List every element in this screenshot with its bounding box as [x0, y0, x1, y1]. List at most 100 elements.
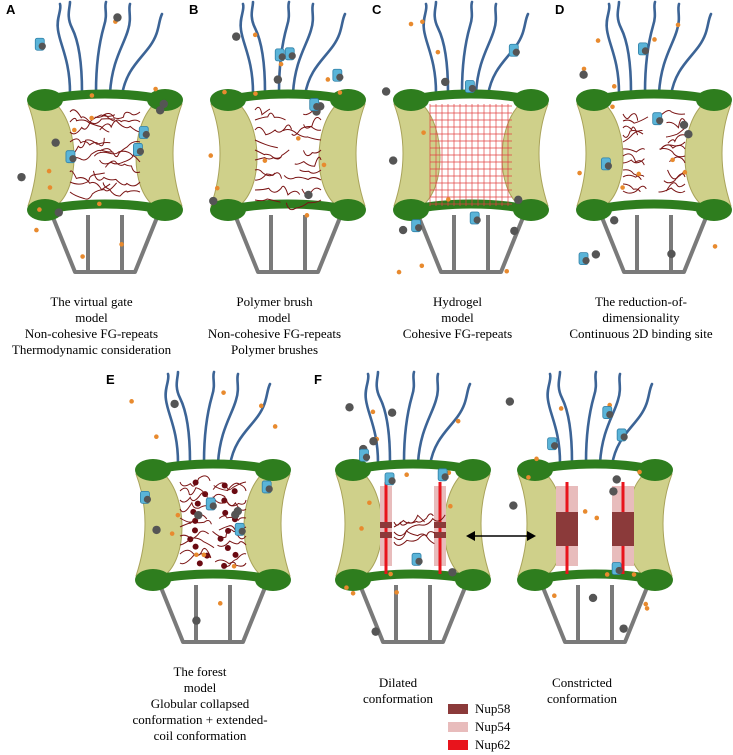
fg-repeat: [214, 559, 247, 567]
small-cargo: [582, 509, 588, 514]
ring-node: [135, 459, 171, 481]
fg-repeat: [179, 534, 215, 549]
nuclear-ring: [148, 459, 278, 475]
cytoplasmic-filament: [546, 372, 562, 465]
small-cargo: [367, 500, 372, 506]
nuclear-basket: [158, 584, 268, 644]
caption-line: Polymer brush: [236, 294, 313, 309]
caption-dilated: Dilated conformation: [348, 675, 448, 707]
small-cargo: [643, 601, 649, 607]
pore-diagram: [576, 0, 732, 274]
caption-line: model: [441, 310, 474, 325]
receptor-cargo: [238, 527, 246, 535]
cytoplasmic-filament: [428, 382, 472, 467]
small-cargo: [581, 66, 587, 72]
small-cargo: [344, 585, 349, 590]
large-cargo: [509, 501, 518, 510]
small-cargo: [534, 456, 539, 462]
nuclear-ring: [589, 199, 719, 215]
receptor-cargo: [468, 84, 476, 93]
cytoplasmic-filament: [277, 0, 291, 94]
fg-repeat: [622, 129, 643, 143]
caption-line: coil conformation: [153, 728, 247, 743]
small-cargo: [712, 244, 718, 249]
nup58-block: [556, 512, 578, 546]
cytoplasmic-filament: [605, 2, 621, 95]
large-cargo: [232, 32, 241, 41]
small-cargo: [325, 77, 331, 82]
large-cargo: [514, 195, 523, 205]
fg-repeat: [285, 199, 322, 211]
nup58-block: [612, 512, 634, 546]
receptor-cargo: [641, 47, 650, 55]
fg-repeat: [179, 517, 212, 525]
receptor-cargo: [615, 566, 623, 575]
pore-diagram: [17, 0, 183, 274]
fg-repeat: [69, 137, 105, 147]
pore-diagram: [129, 370, 291, 644]
fg-repeat: [254, 198, 281, 203]
cytoplasmic-filament: [175, 370, 192, 464]
small-cargo: [611, 84, 617, 89]
cytoplasmic-filament: [291, 2, 315, 95]
fg-repeat: [254, 139, 278, 149]
fg-knob: [221, 562, 228, 569]
fg-repeat: [69, 117, 110, 133]
receptor-cargo: [415, 557, 423, 565]
fg-repeat: [393, 531, 436, 546]
small-cargo: [419, 263, 425, 269]
nuclear-ring: [589, 89, 719, 105]
panel-label: A: [6, 2, 16, 17]
fg-repeat: [69, 109, 116, 125]
ring-node: [27, 89, 63, 111]
small-cargo: [217, 601, 223, 606]
fg-repeat: [254, 185, 301, 196]
receptor-cargo: [362, 453, 371, 461]
caption-line: conformation: [546, 691, 618, 706]
large-cargo: [441, 77, 450, 87]
ring-node: [135, 569, 171, 591]
receptor-cargo: [582, 257, 590, 265]
scaffold-wall: [576, 103, 624, 207]
fg-repeat: [665, 127, 686, 138]
receptor-cargo: [441, 473, 449, 481]
nuclear-ring: [406, 89, 536, 105]
receptor-cargo: [143, 495, 152, 503]
panel-c: C Hydrogel model Cohesive FG-repeats: [366, 0, 549, 345]
small-cargo: [221, 390, 226, 395]
large-cargo: [610, 216, 619, 225]
small-cargo: [682, 170, 688, 175]
large-cargo: [152, 525, 161, 535]
small-cargo: [388, 571, 393, 577]
pore-diagram-constricted: [505, 370, 673, 644]
receptor-cargo: [265, 485, 273, 493]
ring-node: [576, 89, 612, 111]
nup58-block: [380, 532, 392, 538]
caption-line: Non-cohesive FG-repeats: [207, 326, 342, 341]
ring-node: [27, 199, 63, 221]
fg-repeat: [665, 182, 686, 192]
ring-node: [637, 569, 673, 591]
small-cargo: [231, 563, 237, 569]
large-cargo: [579, 70, 588, 79]
large-cargo: [667, 249, 676, 259]
nuclear-ring: [223, 89, 353, 105]
panel-label: F: [314, 372, 322, 387]
small-cargo: [595, 38, 601, 43]
fg-repeat: [69, 172, 105, 185]
cytoplasmic-filament: [669, 12, 713, 97]
fg-repeat: [179, 487, 206, 496]
nuclear-basket: [50, 214, 160, 274]
pore-diagram: [208, 0, 366, 274]
ring-node: [455, 569, 491, 591]
fg-repeat: [622, 125, 639, 136]
small-cargo: [129, 399, 134, 404]
large-cargo: [17, 172, 26, 182]
receptor-cargo: [209, 502, 217, 510]
receptor-cargo: [604, 162, 612, 170]
caption: Hydrogel model Cohesive FG-repeats: [366, 294, 549, 342]
fg-knob: [194, 500, 201, 507]
cytoplasmic-filament: [56, 2, 72, 95]
small-cargo: [446, 470, 452, 476]
small-cargo: [46, 168, 52, 174]
